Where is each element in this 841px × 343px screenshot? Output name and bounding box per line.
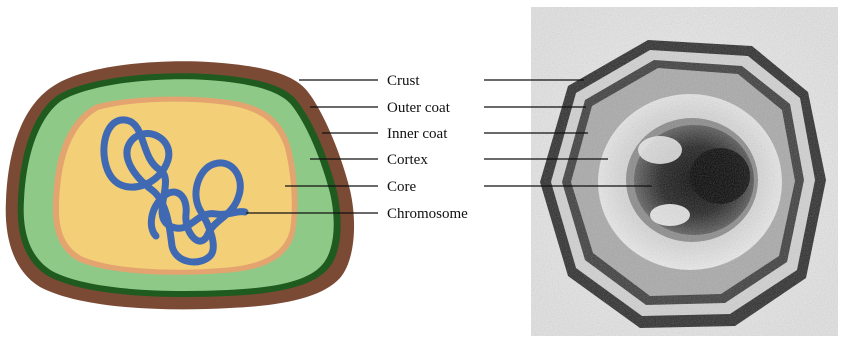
label-cortex: Cortex: [387, 152, 428, 168]
core-region: [59, 102, 292, 270]
label-inner-coat: Inner coat: [387, 126, 448, 142]
label-list: Crust Outer coat Inner coat Cortex Core …: [387, 73, 468, 222]
label-core: Core: [387, 179, 417, 195]
micrograph-image: [531, 7, 838, 336]
label-chromosome: Chromosome: [387, 206, 468, 222]
label-outer-coat: Outer coat: [387, 100, 451, 116]
label-crust: Crust: [387, 73, 420, 89]
schematic-spore: [6, 61, 354, 309]
